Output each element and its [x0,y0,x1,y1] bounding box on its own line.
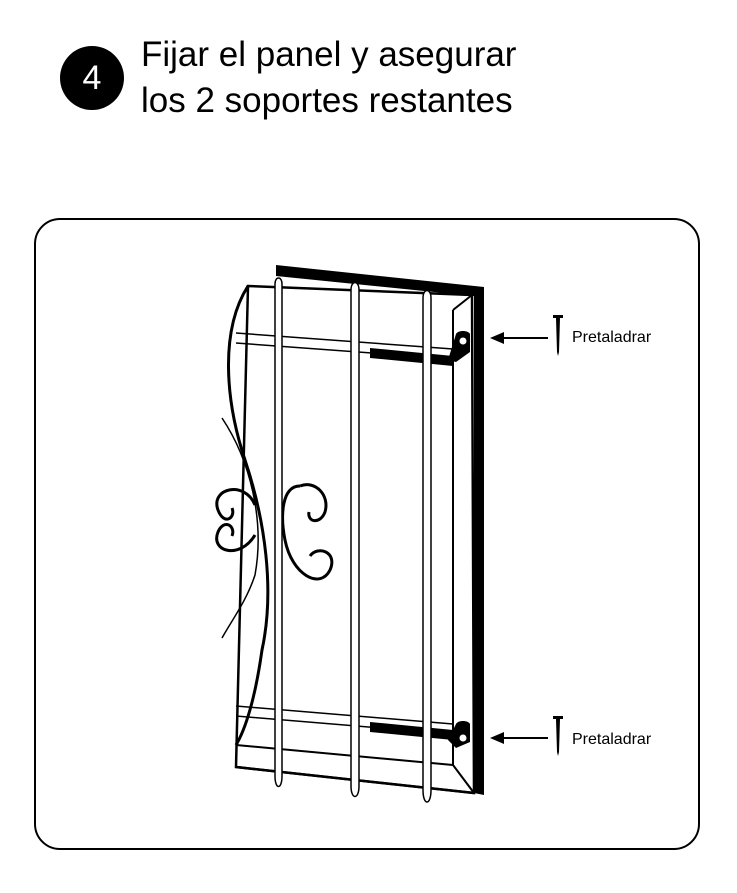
decorative-scroll [215,483,334,581]
vertical-bars [274,277,432,803]
arrow-left-icon [490,732,548,744]
screw-icon [553,315,563,356]
diagram-frame [34,218,700,850]
callout-label-top: Pretaladrar [572,329,652,346]
bottom-rail [235,705,454,740]
top-rail [235,332,454,366]
step-number: 4 [82,58,102,97]
arrow-left-icon [490,332,548,344]
bottom-bracket [448,721,470,748]
panel-edge-curve [227,285,270,746]
callout-label-bottom: Pretaladrar [572,731,652,748]
wall-frame [234,265,484,795]
step-title-line-2: los 2 soportes restantes [141,81,513,120]
screw-icon [553,716,563,756]
step-title-line-1: Fijar el panel y asegurar [141,35,517,74]
step-number-badge: 4 [60,46,124,110]
step-title: Fijar el panel y asegurar los 2 soportes… [141,32,516,124]
top-bracket [448,331,470,362]
panel-edge-curve-inner [221,417,259,639]
